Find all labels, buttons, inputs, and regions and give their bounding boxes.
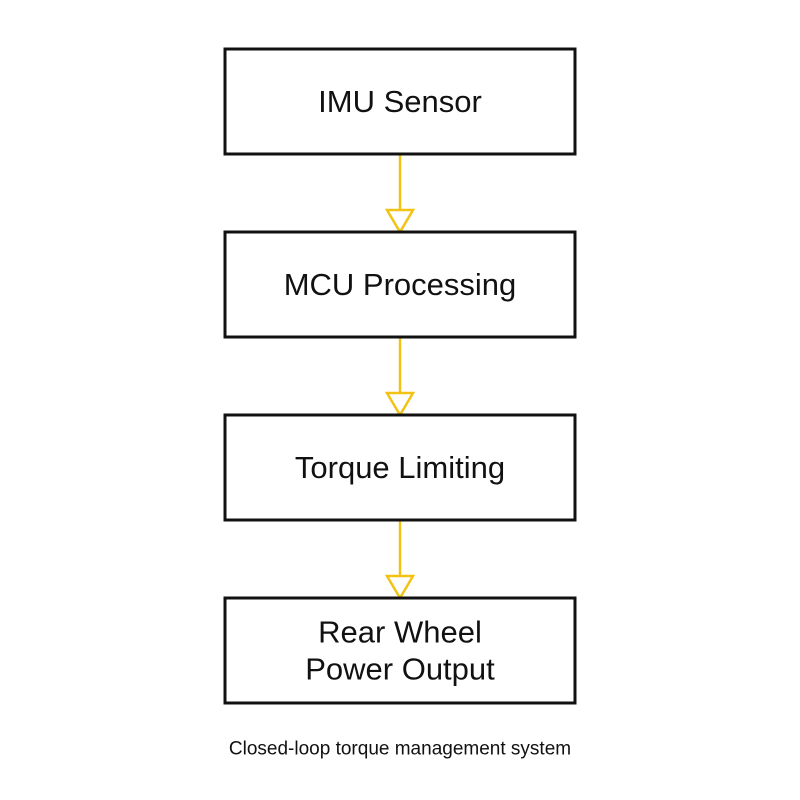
node-box [223,230,577,339]
arrowhead-icon [384,391,416,418]
edge-imu-to-mcu [384,155,416,235]
node-torque: Torque Limiting [223,413,577,522]
node-label: MCU Processing [284,267,517,302]
edge-mcu-to-torque [384,338,416,418]
arrowhead-icon [384,208,416,235]
arrowhead-icon [384,574,416,601]
node-imu: IMU Sensor [223,47,577,156]
node-box [223,47,577,156]
node-label: Rear Wheel [318,615,482,650]
diagram-caption: Closed-loop torque management system [229,739,571,760]
node-box [223,596,577,705]
node-label: Power Output [305,652,495,687]
node-label: Torque Limiting [295,450,505,485]
node-box [223,413,577,522]
edges-layer [384,155,416,601]
edge-torque-to-output [384,521,416,601]
node-label: IMU Sensor [318,84,482,119]
node-mcu: MCU Processing [223,230,577,339]
